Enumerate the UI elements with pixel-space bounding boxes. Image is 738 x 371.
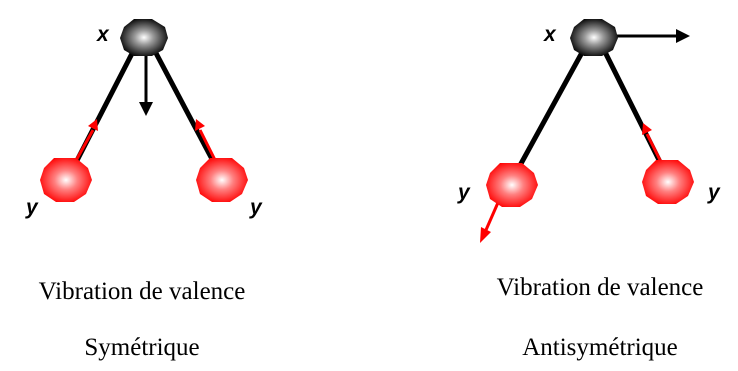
arrow-outer-right-toward <box>642 123 665 167</box>
center-atom-label: x <box>543 23 557 46</box>
central-atom <box>570 19 618 56</box>
caption-antisymmetric-line1: Vibration de valence <box>496 274 704 301</box>
outer-atom-right <box>196 158 248 202</box>
arrow-outer-left-away <box>480 197 502 243</box>
outer-atom-right <box>642 160 694 204</box>
outer-atom-left <box>486 163 538 207</box>
caption-symmetric-line2: Symétrique <box>84 334 200 361</box>
outer-atom-label-left: y <box>25 196 39 219</box>
arrow-central-right <box>612 29 690 43</box>
bond-right <box>145 36 225 180</box>
central-atom <box>120 19 168 56</box>
outer-atom-left <box>40 158 92 202</box>
caption-symmetric-line1: Vibration de valence <box>38 278 246 305</box>
molecule-symmetric: x y y <box>25 19 263 219</box>
outer-atom-label-left: y <box>457 181 471 204</box>
caption-antisymmetric-line2: Antisymétrique <box>522 334 678 361</box>
outer-atom-label-right: y <box>249 196 263 219</box>
center-atom-label: x <box>96 23 110 46</box>
bond-left <box>509 36 593 182</box>
molecule-antisymmetric: x y y <box>457 19 721 243</box>
outer-atom-label-right: y <box>707 181 721 204</box>
